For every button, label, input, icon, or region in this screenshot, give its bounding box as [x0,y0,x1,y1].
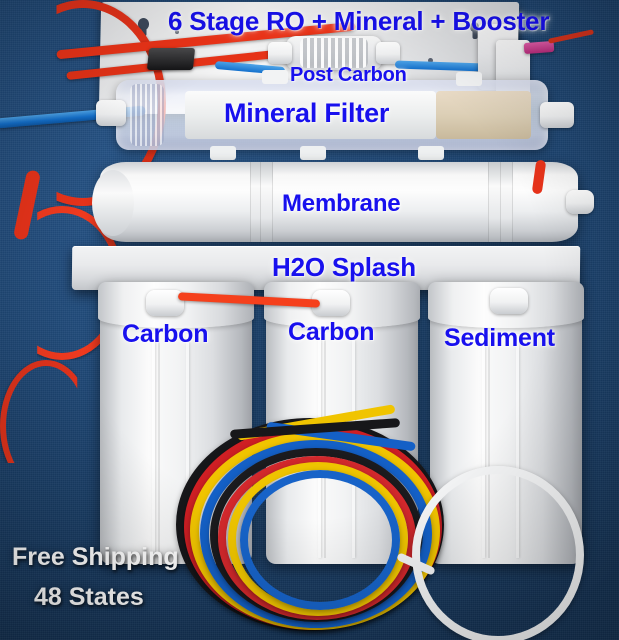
tubing-coil-yellow-inner [228,462,408,616]
shipping-line-1: Free Shipping [12,543,179,571]
mineral-filter-outlet-fitting [540,102,574,128]
housing-rib [186,334,189,558]
label-carbon-left: Carbon [122,320,209,348]
membrane-band-4 [500,162,513,242]
mineral-filter-cartridge [116,80,548,150]
mineral-filter-clip-1 [210,146,236,160]
post-carbon-fitting-right [376,42,400,64]
post-carbon-ribs [300,38,368,68]
housing-rib [152,334,155,558]
housing-rib-shadow [158,334,160,558]
mineral-filter-thread [130,84,164,146]
mineral-filter-white-media [185,91,436,139]
label-membrane: Membrane [282,190,401,217]
tubing-coil-blue-inner [240,470,400,610]
mineral-filter-clip-2 [300,146,326,160]
mineral-filter-mineral-media [435,91,531,139]
housing-rib [516,334,519,558]
booster-red-wire-loop [0,360,78,463]
red-feed-tube-lower-left [12,169,42,241]
label-h2o-splash: H2O Splash [272,252,416,282]
mineral-filter-clip-top-2 [456,72,482,86]
mineral-filter-inlet-fitting [96,100,126,126]
booster-red-wire-1 [547,29,595,44]
carbon-left-fitting [146,290,184,316]
housing-rib [482,334,485,558]
backplate-screw-hole-3 [175,30,179,34]
sediment-fitting [490,288,528,314]
ro-membrane-housing [100,162,578,242]
page-title: 6 Stage RO + Mineral + Booster [168,6,550,36]
membrane-end-cap-left [92,170,134,236]
housing-rib-shadow [488,334,490,558]
mounting-keyhole-right [470,22,479,32]
label-carbon-middle: Carbon [288,318,375,346]
mineral-filter-clip-top-1 [262,70,288,84]
shipping-line-2: 48 States [34,583,144,611]
membrane-outlet-fitting [566,190,594,214]
tubing-coil-red-inner [218,456,416,620]
backplate-screw-hole-2 [428,58,433,63]
white-tube-coil [412,466,584,640]
mineral-filter-black-cap [146,48,196,70]
label-post-carbon: Post Carbon [290,64,407,86]
mineral-filter-clip-3 [418,146,444,160]
post-carbon-fitting-left [268,42,292,64]
label-sediment: Sediment [444,324,555,352]
membrane-band-2 [260,162,273,242]
mounting-keyhole-left [138,18,149,30]
label-mineral-filter: Mineral Filter [224,98,390,128]
